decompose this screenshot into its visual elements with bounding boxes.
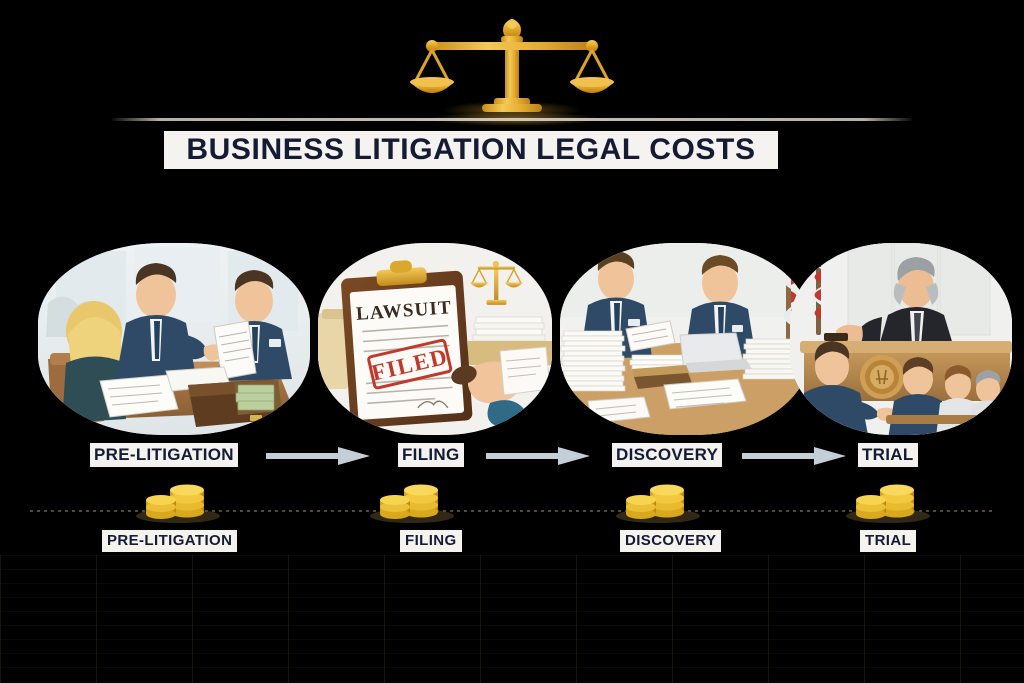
arrow-filing-to-discovery: [486, 446, 590, 466]
coin-stack-trial: [828, 478, 948, 524]
illustration-panel-row: LAWSUIT FILED: [0, 243, 1024, 435]
page-title-text: BUSINESS LITIGATION LEGAL COSTS: [186, 133, 756, 166]
coin-stack-filing: [352, 478, 472, 524]
stage-label-pre-litigation: PRE-LITIGATION: [90, 443, 238, 467]
coin-stack-pre-litigation: [118, 478, 238, 524]
header-divider: [112, 118, 912, 121]
background-texture: [0, 555, 1024, 683]
cost-coin-row: [0, 478, 1024, 524]
cost-label-pre-litigation: PRE-LITIGATION: [102, 530, 238, 552]
arrow-discovery-to-trial: [742, 446, 846, 466]
scales-of-justice-icon: [0, 8, 1024, 118]
illustration-trial: [790, 243, 1012, 435]
coin-ground-line: [30, 510, 994, 512]
stage-label-discovery: DISCOVERY: [612, 443, 723, 467]
arrow-pre-litigation-to-filing: [266, 446, 370, 466]
cost-label-trial: TRIAL: [860, 530, 917, 552]
page-subtitle: [140, 178, 884, 190]
stage-label-filing: FILING: [398, 443, 464, 467]
coin-stack-discovery: [598, 478, 718, 524]
cost-label-row: PRE-LITIGATION FILING DISCOVERY TRIAL: [0, 530, 1024, 558]
stage-label-trial: TRIAL: [858, 443, 918, 467]
illustration-pre-litigation: [38, 243, 310, 435]
illustration-filing: LAWSUIT FILED: [318, 243, 552, 435]
cost-label-discovery: DISCOVERY: [620, 530, 722, 552]
illustration-discovery: [560, 243, 810, 435]
stage-label-row: PRE-LITIGATION FILING DISCOVERY TRIAL: [0, 443, 1024, 473]
cost-label-filing: FILING: [400, 530, 462, 552]
page-title: BUSINESS LITIGATION LEGAL COSTS: [164, 131, 778, 169]
